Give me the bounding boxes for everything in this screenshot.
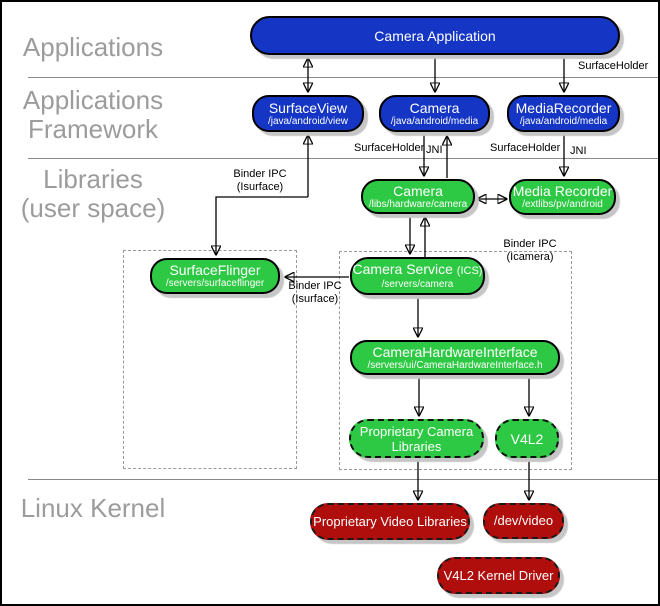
label-binder-ipc-isurface-upper: Binder IPC (Isurface) (222, 168, 298, 194)
cameraservice-process-group (339, 251, 572, 470)
node-title: Proprietary Video Libraries (313, 514, 467, 529)
node-title: Proprietary Camera Libraries (359, 423, 474, 454)
node-subtitle: /java/android/media (390, 115, 479, 127)
node-title: Camera (409, 99, 460, 116)
node-title-text: Camera Service (352, 261, 453, 277)
node-camera-application: Camera Application (250, 16, 620, 55)
layer-label-text: Framework (27, 114, 158, 144)
node-mediarecorder-lib: Media Recorder /extlibs/pv/android (509, 179, 616, 215)
node-camerahardwareinterface: CameraHardwareInterface /servers/ui/Came… (350, 340, 560, 375)
node-dev-video: /dev/video (483, 503, 564, 539)
node-title: V4L2 (510, 430, 544, 447)
node-title: Camera Application (374, 27, 496, 44)
node-proprietary-camera-libraries: Proprietary Camera Libraries (349, 419, 484, 458)
layer-label-text: (user space) (20, 193, 166, 223)
layer-separator-applications (28, 77, 658, 78)
edge-surfaceview-surfaceflinger-down (216, 196, 308, 254)
node-title-suffix: (ICS) (456, 265, 483, 277)
label-jni-camera: JNI (426, 144, 443, 156)
node-camera-java: Camera /java/android/media (379, 95, 490, 132)
node-title: CameraHardwareInterface (372, 343, 538, 360)
layer-label-linux-kernel: Linux Kernel (2, 494, 184, 523)
node-title: V4L2 Kernel Driver (443, 567, 554, 583)
label-line: Binder IPC (503, 238, 557, 250)
node-proprietary-video-libraries: Proprietary Video Libraries (310, 503, 470, 540)
layer-label-libraries: Libraries (user space) (2, 165, 184, 223)
layer-label-applications: Applications (2, 33, 184, 62)
label-surfaceholder-mediarecorder: SurfaceHolder (490, 142, 561, 154)
label-binder-ipc-isurface-lower: Binder IPC (Isurface) (284, 280, 346, 306)
label-surfaceholder-camera: SurfaceHolder (354, 142, 425, 154)
label-surfaceholder-top: SurfaceHolder (578, 60, 649, 72)
layer-separator-kernel (28, 479, 658, 480)
layer-label-text: Applications (22, 85, 164, 115)
layer-label-framework: Applications Framework (2, 86, 184, 144)
label-line: Binder IPC (233, 168, 287, 180)
node-subtitle: /java/android/media (519, 115, 608, 127)
layer-separator-framework (28, 158, 658, 159)
node-title: Camera (393, 182, 443, 199)
surfaceflinger-process-group (123, 250, 297, 469)
node-mediarecorder-java: MediaRecorder /java/android/media (507, 95, 620, 132)
node-camera-service: Camera Service (ICS) /servers/camera (350, 257, 485, 295)
node-title: SurfaceView (268, 99, 348, 116)
layer-label-text: Libraries (43, 164, 143, 194)
node-title: SurfaceFlinger (169, 262, 261, 278)
node-subtitle: /servers/camera (381, 279, 454, 290)
label-line: Binder IPC (288, 280, 342, 292)
node-subtitle: /servers/surfaceflinger (165, 278, 265, 289)
node-title: Media Recorder (512, 183, 613, 199)
node-v4l2: V4L2 (495, 419, 559, 458)
label-binder-ipc-icamera: Binder IPC (Icamera) (496, 238, 564, 264)
label-jni-mediarecorder: JNI (570, 145, 587, 157)
node-title: MediaRecorder (515, 99, 612, 116)
node-subtitle: /java/android/view (267, 115, 349, 127)
node-surfaceview: SurfaceView /java/android/view (252, 95, 364, 132)
node-surfaceflinger: SurfaceFlinger /servers/surfaceflinger (150, 258, 280, 294)
node-subtitle: /libs/hardware/camera (368, 198, 468, 210)
node-subtitle: /servers/ui/CameraHardwareInterface.h (367, 359, 543, 371)
layer-label-text: Linux Kernel (20, 493, 166, 523)
node-subtitle: /extlibs/pv/android (522, 199, 603, 210)
label-line: (Icamera) (506, 251, 554, 263)
layer-label-text: Applications (22, 32, 164, 62)
node-camera-lib: Camera /libs/hardware/camera (361, 179, 475, 214)
label-line: (Isurface) (291, 293, 339, 305)
node-title: /dev/video (493, 513, 554, 528)
label-line: (Isurface) (236, 181, 284, 193)
node-v4l2-kernel-driver: V4L2 Kernel Driver (437, 557, 560, 594)
node-title: Camera Service (ICS) (353, 261, 483, 279)
